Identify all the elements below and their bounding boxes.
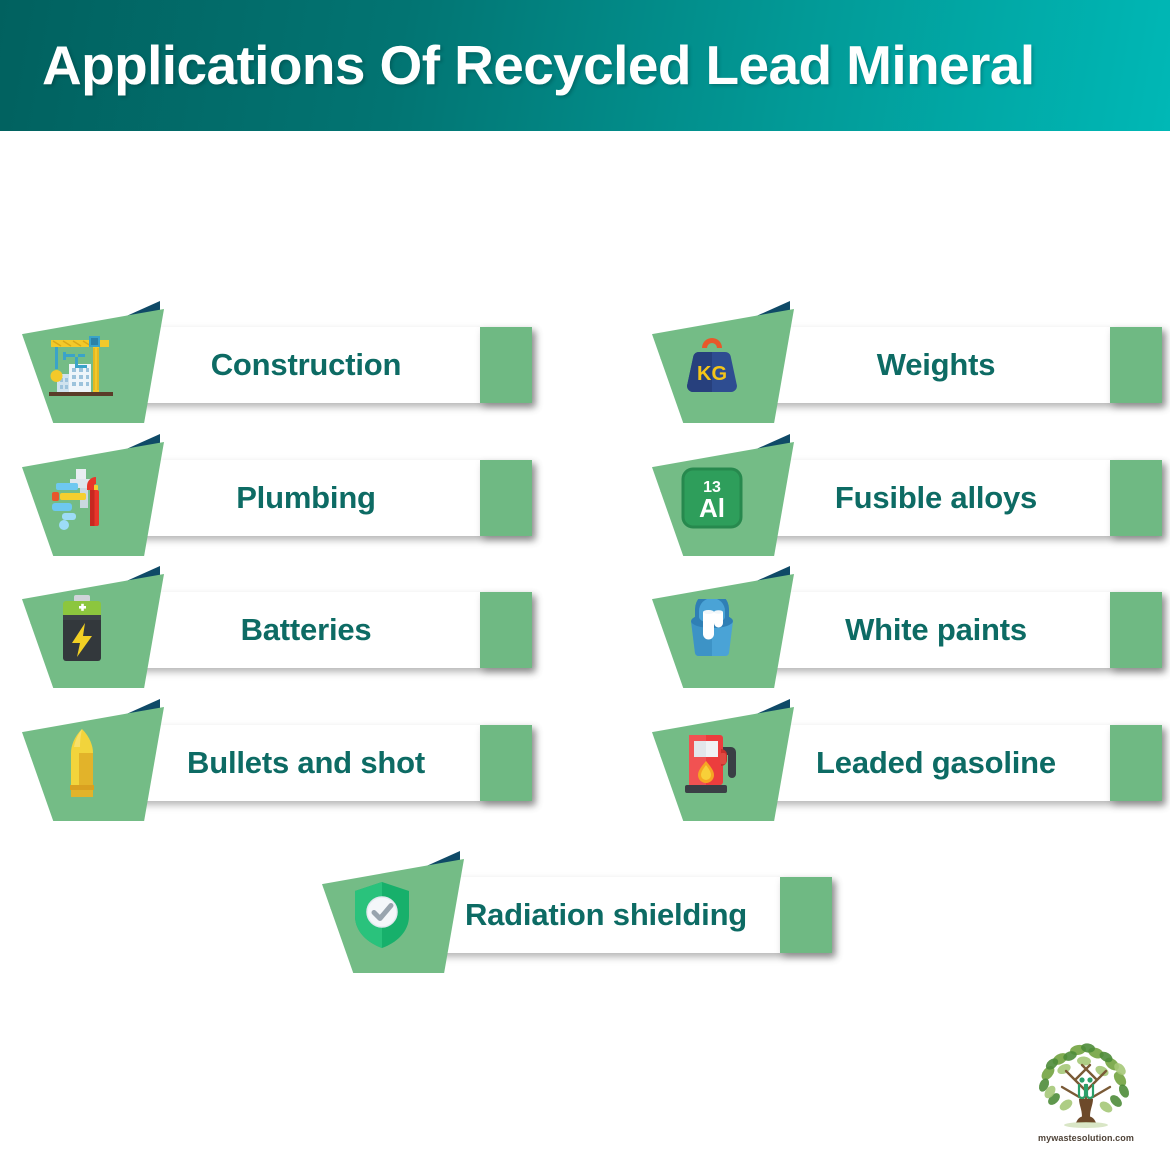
shield-check-icon <box>344 877 420 953</box>
card-cap <box>480 592 532 668</box>
card-bar <box>132 327 532 403</box>
card-cap <box>480 725 532 801</box>
card-bar <box>132 725 532 801</box>
card-cap <box>1110 725 1162 801</box>
card-label: Radiation shielding <box>464 897 748 932</box>
card-bar <box>432 877 832 953</box>
card-fusible-alloys[interactable]: 13 Al Fusible alloys <box>652 434 1162 556</box>
card-label: Weights <box>876 347 996 382</box>
card-bar <box>132 592 532 668</box>
card-leaded-gasoline[interactable]: Leaded gasoline <box>652 699 1162 821</box>
card-label: Construction <box>210 347 402 382</box>
card-cap <box>480 327 532 403</box>
card-bar <box>762 592 1162 668</box>
paint-bucket-icon <box>674 592 750 668</box>
bullet-icon <box>44 725 120 801</box>
card-construction[interactable]: Construction <box>22 301 532 423</box>
kg-weight-icon: KG <box>674 327 750 403</box>
card-bar <box>762 725 1162 801</box>
card-bar <box>132 460 532 536</box>
page-title: Applications Of Recycled Lead Mineral <box>42 34 1035 96</box>
logo-caption: mywastesolution.com <box>1038 1133 1134 1143</box>
card-label: Fusible alloys <box>834 480 1038 515</box>
card-label: Bullets and shot <box>187 745 425 780</box>
svg-text:KG: KG <box>697 363 727 385</box>
card-cap <box>1110 327 1162 403</box>
aluminium-element-icon: 13 Al <box>674 460 750 536</box>
card-batteries[interactable]: Batteries <box>22 566 532 688</box>
card-label: White paints <box>845 612 1027 647</box>
card-cap <box>480 460 532 536</box>
construction-crane-icon <box>44 327 120 403</box>
card-label: Batteries <box>240 612 372 647</box>
fuel-pump-icon <box>674 725 750 801</box>
card-weights[interactable]: KG Weights <box>652 301 1162 423</box>
card-cap <box>1110 460 1162 536</box>
card-cap <box>1110 592 1162 668</box>
card-cap <box>780 877 832 953</box>
card-label: Plumbing <box>236 480 376 515</box>
battery-icon <box>44 592 120 668</box>
card-bar <box>762 327 1162 403</box>
element-symbol: Al <box>699 493 725 523</box>
card-white-paints[interactable]: White paints <box>652 566 1162 688</box>
card-radiation-shielding[interactable]: Radiation shielding <box>322 851 832 973</box>
applications-board: Construction KG Weights <box>0 131 1170 1155</box>
plumbing-wrench-icon <box>44 460 120 536</box>
page-header: Applications Of Recycled Lead Mineral <box>0 0 1170 131</box>
card-plumbing[interactable]: Plumbing <box>22 434 532 556</box>
site-logo[interactable]: mywastesolution.com <box>1016 1039 1156 1147</box>
card-bar <box>762 460 1162 536</box>
card-label: Leaded gasoline <box>816 745 1056 780</box>
element-number: 13 <box>703 479 721 496</box>
card-bullets-and-shot[interactable]: Bullets and shot <box>22 699 532 821</box>
tree-logo-icon <box>1038 1043 1130 1128</box>
